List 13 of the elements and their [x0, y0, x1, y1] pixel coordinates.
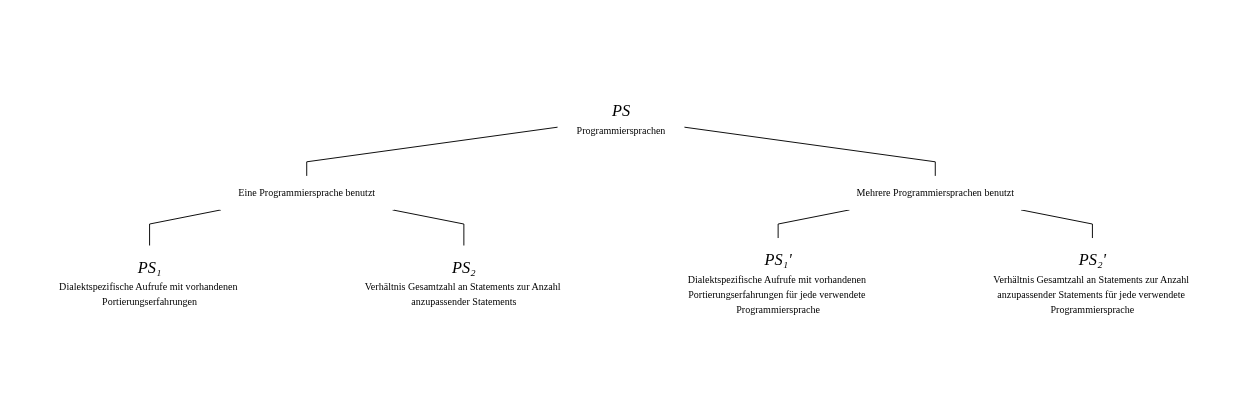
connector: [1020, 209, 1093, 239]
node-text: PS₁ Dialektspezifische Aufrufe mit vorhandenen Portierungserfahrungen: [59, 258, 238, 308]
node-text: PS₂' Verhältnis Gesamtzahl an Statements zur Anzahl anzupassender Statements für jede verwendete Programmiersprache: [993, 250, 1190, 315]
connector: [149, 209, 222, 247]
node-text: PS₁' Dialektspezifische Aufrufe mit vorhandenen Portierungserfahrungen für jede verwendete Programmiersprache: [687, 250, 867, 315]
node-text: Mehrere Programmiersprachen benutzt: [856, 187, 1015, 198]
node-text: Eine Programmiersprache benutzt: [238, 187, 376, 198]
connector: [683, 126, 936, 177]
connector: [306, 126, 559, 177]
node-text: PS₂ Verhältnis Gesamtzahl an Statements zur Anzahl anzupassender Statements: [364, 258, 561, 308]
connector: [391, 209, 465, 247]
node-text: PS Programmiersprachen: [576, 101, 666, 136]
connector: [777, 209, 851, 239]
